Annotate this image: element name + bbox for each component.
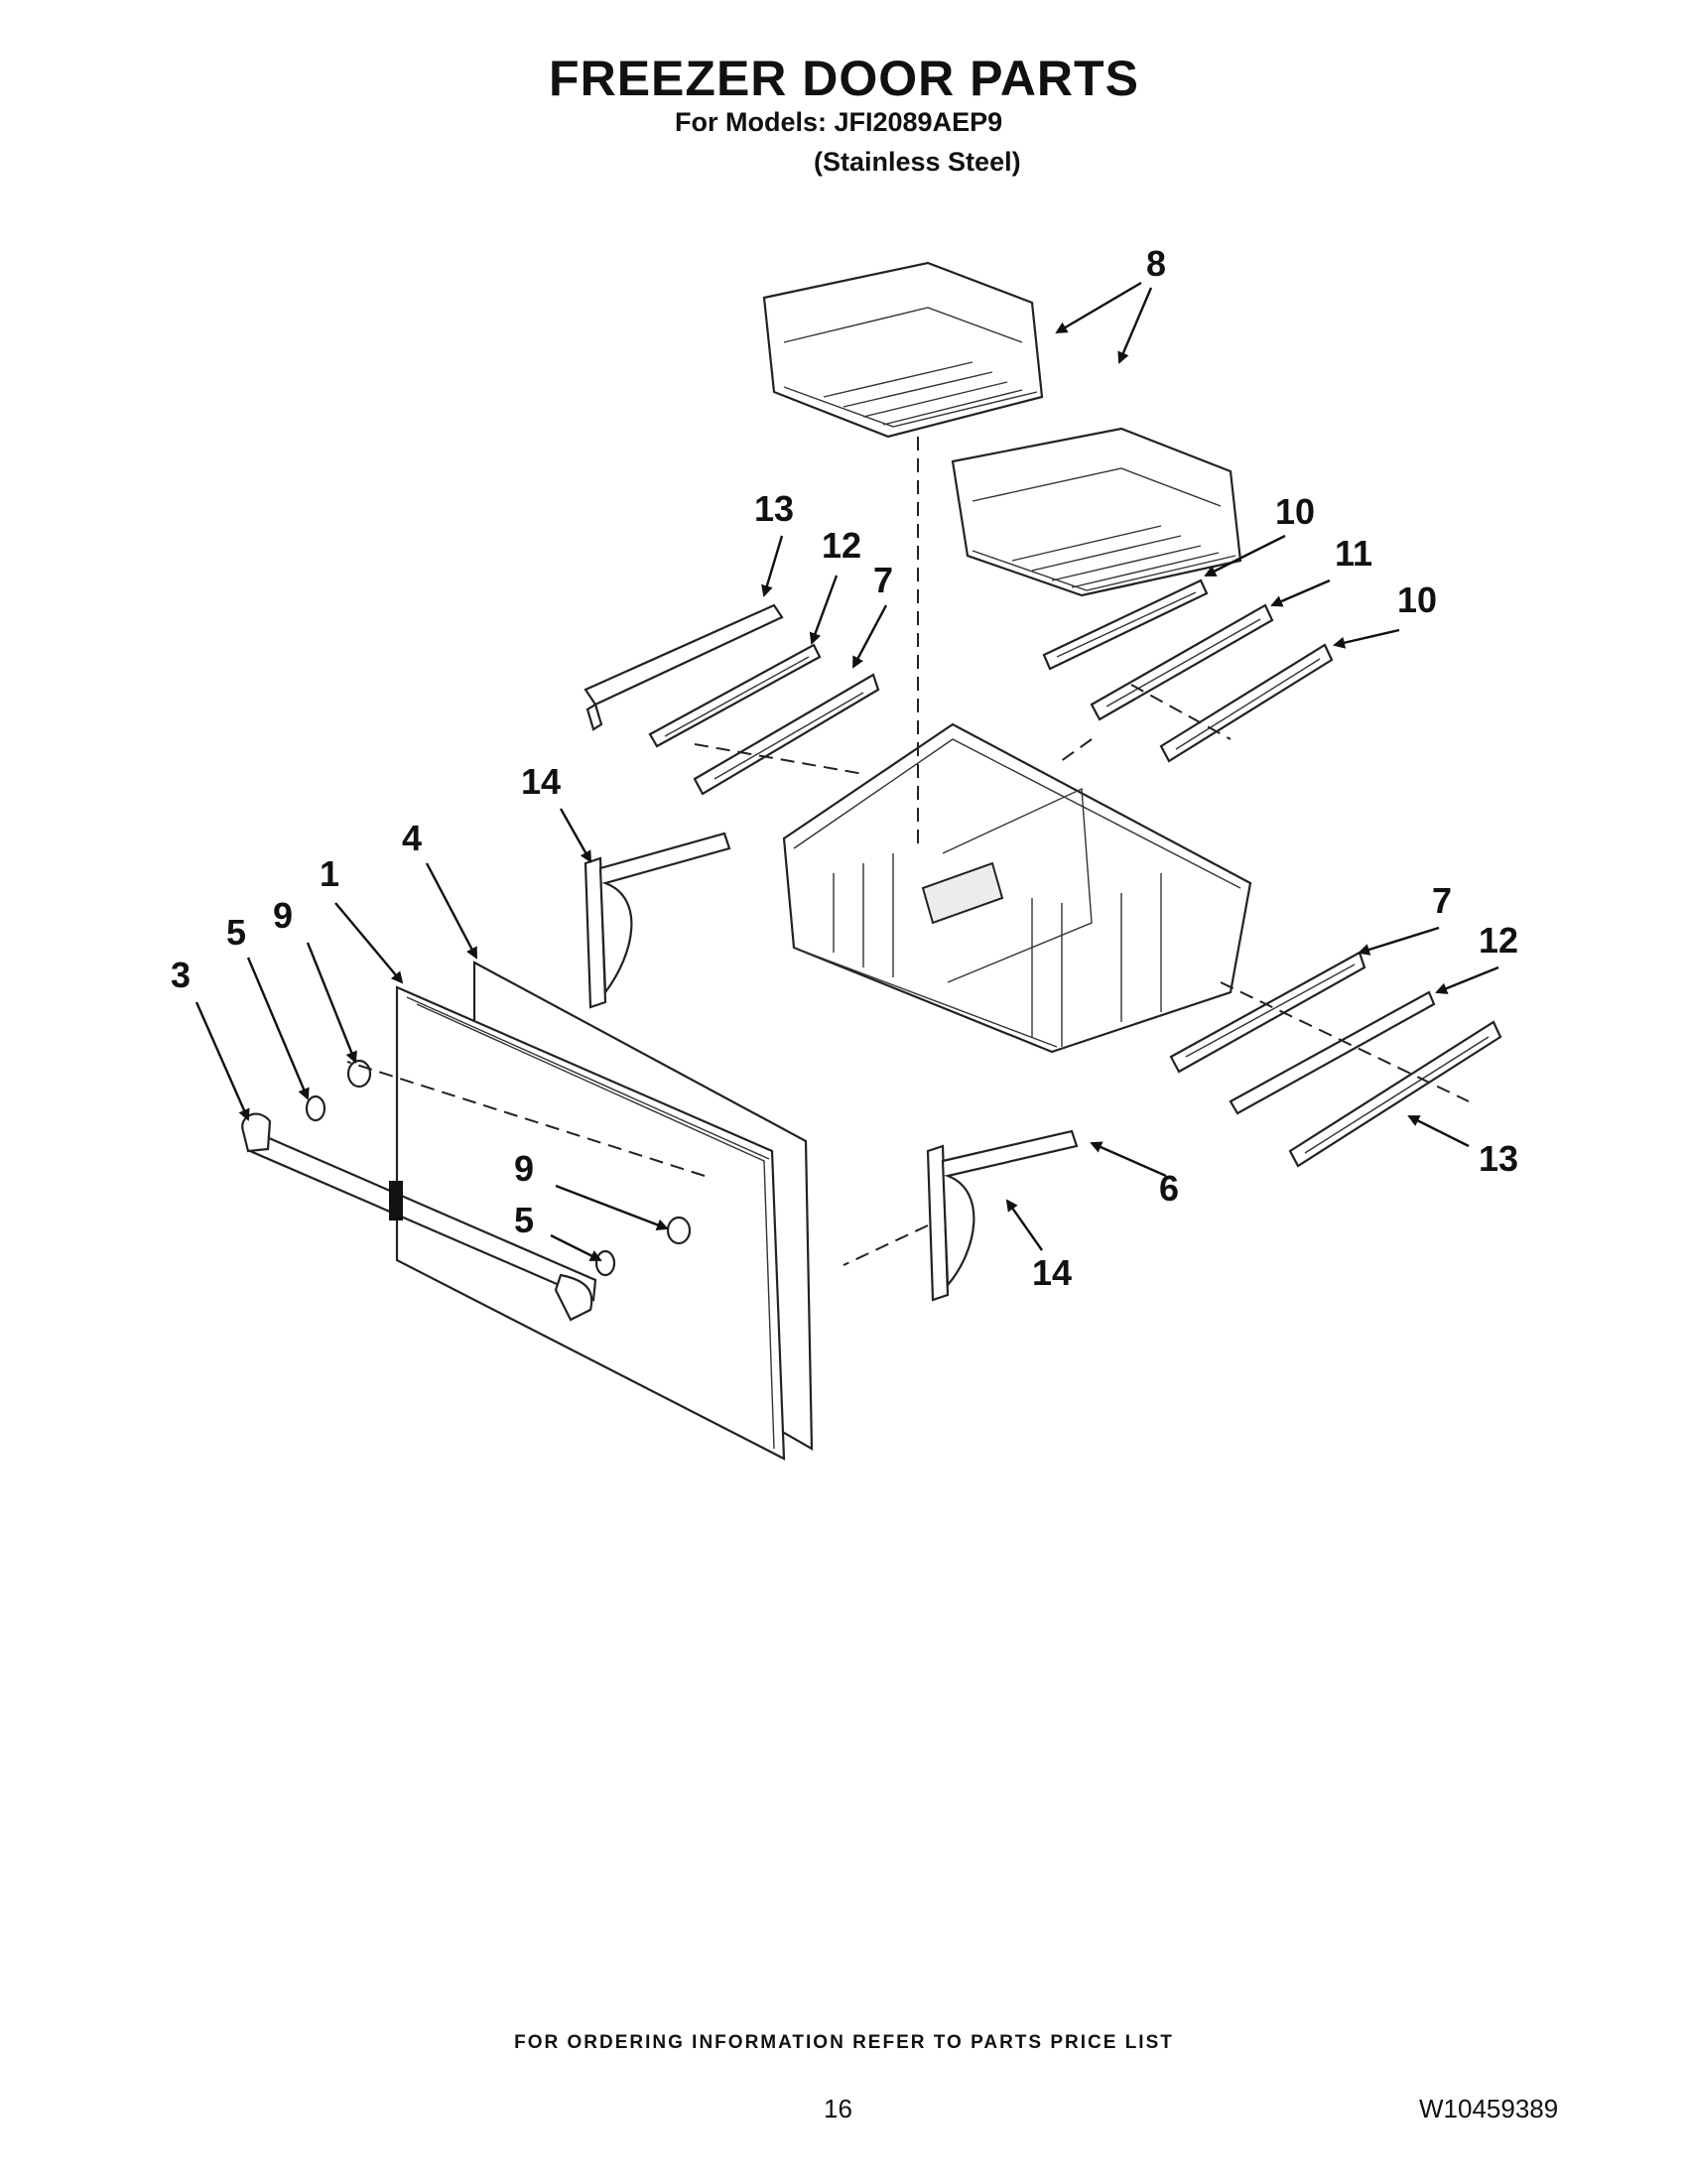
callout-7-lower: 7 [1432, 880, 1452, 921]
leader-arrows [195, 281, 1499, 1262]
callout-9-upper: 9 [273, 895, 293, 936]
callout-6: 6 [1159, 1168, 1179, 1209]
callout-labels: 8 13 12 7 10 11 10 14 1 4 5 9 3 7 12 9 5… [171, 243, 1518, 1293]
door-panel-part [395, 961, 814, 1461]
page-title: FREEZER DOOR PARTS [549, 51, 1139, 106]
callout-13-lower: 13 [1479, 1138, 1518, 1179]
variant-line: (Stainless Steel) [814, 147, 1021, 177]
callout-12-lower: 12 [1479, 920, 1518, 961]
left-slide-rails-part [584, 603, 880, 796]
page-number: 16 [824, 2094, 852, 2123]
callout-4: 4 [402, 818, 422, 858]
callout-11: 11 [1335, 533, 1372, 574]
document-number: W10459389 [1419, 2094, 1559, 2123]
callout-12-upper: 12 [822, 525, 861, 566]
callout-13-upper: 13 [754, 488, 794, 529]
lower-bracket-part [926, 1129, 1079, 1302]
door-handle-part [241, 1112, 597, 1322]
upper-bracket-part [584, 832, 731, 1009]
callout-10-lower: 10 [1397, 579, 1437, 620]
callout-7-upper: 7 [873, 560, 893, 600]
callout-1: 1 [320, 853, 339, 894]
callout-3: 3 [171, 955, 191, 995]
right-slide-rails-part [1042, 578, 1334, 763]
alignment-lines [346, 437, 1470, 1266]
models-line: For Models: JFI2089AEP9 [675, 107, 1003, 137]
callout-10-upper: 10 [1275, 491, 1315, 532]
callout-5-lower: 5 [514, 1200, 534, 1240]
upper-basket-part [762, 261, 1242, 597]
freezer-basket-part [782, 722, 1252, 1054]
lower-slide-rails-part [1169, 951, 1502, 1168]
callout-8: 8 [1146, 243, 1166, 284]
callout-14-upper: 14 [521, 761, 561, 802]
callout-5-upper: 5 [226, 912, 246, 953]
callout-14-lower: 14 [1032, 1252, 1072, 1293]
callout-9-lower: 9 [514, 1148, 534, 1189]
ordering-note: FOR ORDERING INFORMATION REFER TO PARTS … [514, 2032, 1174, 2053]
